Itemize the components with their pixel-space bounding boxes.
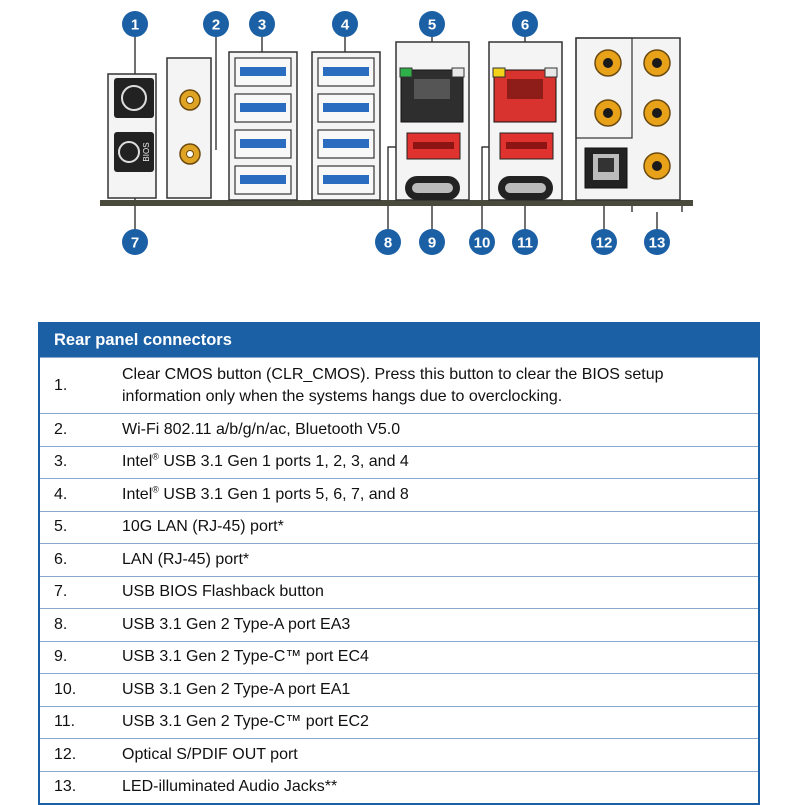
row-number: 11. — [39, 705, 122, 739]
row-description: USB 3.1 Gen 2 Type-A port EA3 — [122, 608, 759, 641]
row-description: LAN (RJ-45) port* — [122, 543, 759, 576]
registered-mark: ® — [152, 451, 159, 462]
usb-port-tongue — [240, 175, 286, 184]
usb-port-tongue — [240, 67, 286, 76]
table-row: 7.USB BIOS Flashback button — [39, 575, 759, 609]
usb-gen1-stacks — [228, 51, 381, 201]
callout-number: 10 — [474, 235, 491, 252]
callout-number: 7 — [131, 235, 139, 252]
cmos-bios-bracket: BIOS — [107, 73, 157, 199]
callout-circle — [512, 229, 538, 255]
callout-number: 1 — [131, 17, 139, 34]
audio-jack-hole — [652, 58, 662, 68]
usb-port-tongue — [323, 103, 369, 112]
audio-jack-hole — [603, 108, 613, 118]
callout-circle — [249, 11, 275, 37]
board-edge — [100, 200, 693, 206]
bios-flashback-button-icon[interactable] — [118, 141, 140, 163]
table-row: 4.Intel® USB 3.1 Gen 1 ports 5, 6, 7, an… — [39, 478, 759, 511]
row-description: USB BIOS Flashback button — [122, 575, 759, 609]
row-number: 7. — [39, 575, 122, 609]
callout-number: 13 — [649, 235, 666, 252]
table-row: 6.LAN (RJ-45) port* — [39, 543, 759, 576]
row-description: USB 3.1 Gen 2 Type-C™ port EC4 — [122, 640, 759, 674]
callout-number: 6 — [521, 17, 529, 34]
table-row: 10.USB 3.1 Gen 2 Type-A port EA1 — [39, 673, 759, 706]
registered-mark: ® — [152, 484, 159, 495]
audio-jack-hole — [652, 161, 662, 171]
usb-port-tongue — [240, 103, 286, 112]
row-number: 5. — [39, 510, 122, 544]
callout-number: 3 — [258, 17, 266, 34]
callout-circle — [122, 11, 148, 37]
row-number: 4. — [39, 478, 122, 511]
callout-circle — [203, 11, 229, 37]
callout-number: 4 — [341, 17, 350, 34]
table-row: 3.Intel® USB 3.1 Gen 1 ports 1, 2, 3, an… — [39, 445, 759, 479]
row-number: 2. — [39, 413, 122, 446]
callout-number: 5 — [428, 17, 436, 34]
audio-jack-hole — [652, 108, 662, 118]
row-number: 6. — [39, 543, 122, 576]
table-row: 1.Clear CMOS button (CLR_CMOS). Press th… — [39, 357, 759, 414]
row-number: 1. — [39, 357, 122, 414]
row-text-post: USB 3.1 Gen 1 ports 5, 6, 7, and 8 — [158, 485, 409, 503]
callout-number: 11 — [517, 235, 533, 252]
row-number: 8. — [39, 608, 122, 641]
row-description: Intel® USB 3.1 Gen 1 ports 5, 6, 7, and … — [122, 478, 759, 511]
callout-number: 2 — [212, 17, 220, 34]
callout-circle — [122, 229, 148, 255]
row-text-pre: Intel — [122, 453, 153, 471]
row-description: Clear CMOS button (CLR_CMOS). Press this… — [122, 357, 759, 414]
usb-port-tongue — [323, 175, 369, 184]
audio-jack-hole — [603, 58, 613, 68]
usb-port-tongue — [323, 67, 369, 76]
row-description: Intel® USB 3.1 Gen 1 ports 1, 2, 3, and … — [122, 445, 759, 479]
row-description: USB 3.1 Gen 2 Type-A port EA1 — [122, 673, 759, 706]
callout-circle — [591, 229, 617, 255]
clear-cmos-button-icon[interactable] — [121, 85, 147, 111]
row-number: 13. — [39, 770, 122, 804]
table-row: 13.LED-illuminated Audio Jacks** — [39, 770, 759, 804]
callout-circle — [512, 11, 538, 37]
callout-number: 12 — [596, 235, 613, 252]
table-row: 5.10G LAN (RJ-45) port* — [39, 510, 759, 544]
row-number: 9. — [39, 640, 122, 674]
table-row: 2.Wi-Fi 802.11 a/b/g/n/ac, Bluetooth V5.… — [39, 413, 759, 446]
callout-circle — [644, 229, 670, 255]
callout-number: 9 — [428, 235, 436, 252]
bios-label: BIOS — [142, 142, 151, 161]
wifi-antenna-bracket — [166, 57, 212, 199]
usb-port-tongue — [323, 139, 369, 148]
row-number: 3. — [39, 445, 122, 479]
callout-circle — [375, 229, 401, 255]
rear-panel-diagram: BIOS — [100, 11, 693, 255]
lan-10g-stack — [395, 41, 470, 201]
row-description: 10G LAN (RJ-45) port* — [122, 510, 759, 544]
row-description: Wi-Fi 802.11 a/b/g/n/ac, Bluetooth V5.0 — [122, 413, 759, 446]
row-text-post: USB 3.1 Gen 1 ports 1, 2, 3, and 4 — [158, 453, 409, 471]
row-description: Optical S/PDIF OUT port — [122, 738, 759, 771]
table-row: 9.USB 3.1 Gen 2 Type-C™ port EC4 — [39, 640, 759, 674]
callout-circle — [469, 229, 495, 255]
table-row: 8.USB 3.1 Gen 2 Type-A port EA3 — [39, 608, 759, 641]
table-row: 11.USB 3.1 Gen 2 Type-C™ port EC2 — [39, 705, 759, 739]
row-text-pre: Intel — [122, 485, 153, 503]
row-number: 10. — [39, 673, 122, 706]
rear-panel-connectors-table: Rear panel connectors 1.Clear CMOS butto… — [38, 322, 760, 805]
lan-stack — [488, 41, 563, 201]
callout-circle — [419, 11, 445, 37]
row-description: LED-illuminated Audio Jacks** — [122, 770, 759, 804]
usb-port-tongue — [240, 139, 286, 148]
audio-bracket — [575, 37, 681, 201]
table-row: 12.Optical S/PDIF OUT port — [39, 738, 759, 771]
callout-circle — [419, 229, 445, 255]
callout-circle — [332, 11, 358, 37]
row-number: 12. — [39, 738, 122, 771]
lan-port[interactable] — [493, 69, 557, 123]
table-title: Rear panel connectors — [39, 323, 759, 358]
row-description: USB 3.1 Gen 2 Type-C™ port EC2 — [122, 705, 759, 739]
callout-number: 8 — [384, 235, 392, 252]
